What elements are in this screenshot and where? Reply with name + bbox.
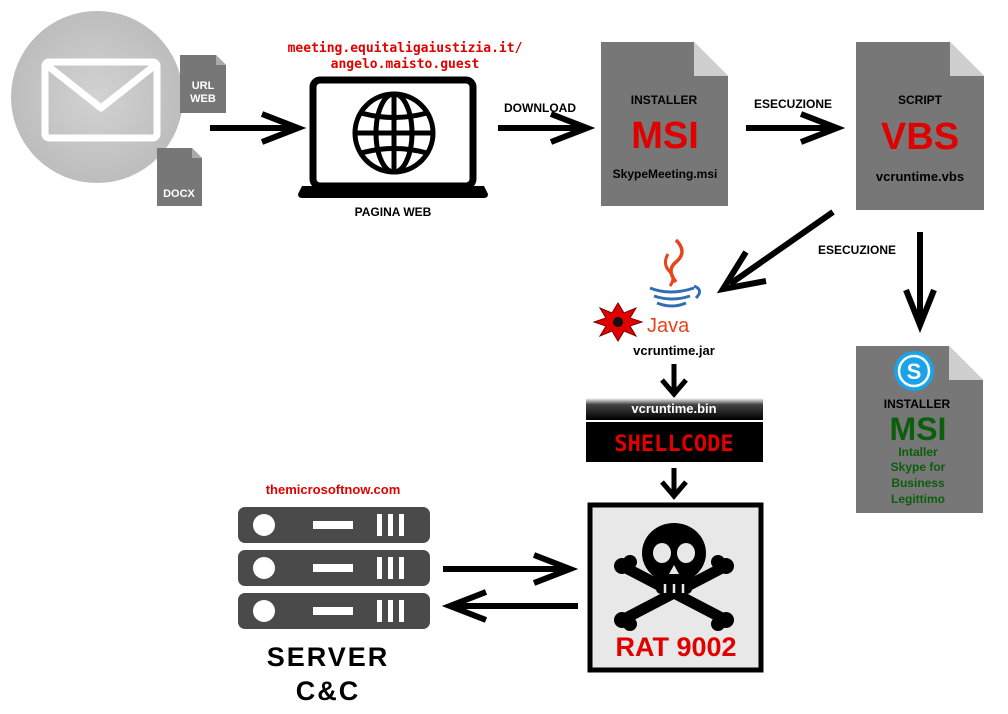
java-logo-text: Java <box>647 315 690 337</box>
docx-label: DOCX <box>163 188 195 200</box>
arrow-server-to-rat <box>443 552 579 586</box>
rat-label: RAT 9002 <box>615 632 736 662</box>
web-page-group: meeting.equitaligaiustizia.it/ angelo.ma… <box>288 41 523 219</box>
arrow-java-to-shellcode <box>660 364 688 398</box>
web-url-line-2: angelo.maisto.guest <box>331 57 480 72</box>
legit-msi-desc-2: Skype for <box>891 460 946 474</box>
explosion-icon <box>592 302 644 342</box>
arrow-email-to-web <box>210 111 307 145</box>
msi-installer-top-label: INSTALLER <box>631 93 698 107</box>
envelope-icon <box>41 58 161 142</box>
java-file-name: vcruntime.jar <box>633 343 715 358</box>
legit-msi-doc: S INSTALLER MSI Intaller Skype for Busin… <box>856 346 983 513</box>
server-rack-icon <box>238 507 430 629</box>
rat-box: RAT 9002 <box>587 502 764 673</box>
globe-icon <box>352 91 436 175</box>
laptop-icon <box>298 76 488 198</box>
shellcode-block: vcruntime.bin SHELLCODE <box>586 398 763 462</box>
svg-text:S: S <box>907 359 922 384</box>
arrow-exec-msi-to-vbs: ESECUZIONE <box>746 97 846 145</box>
docx-file-icon: DOCX <box>157 148 202 206</box>
server-label-1: SERVER <box>267 642 390 672</box>
email-group: URL WEB DOCX <box>11 11 226 206</box>
java-group: Java vcruntime.jar <box>592 238 715 358</box>
shellcode-label: SHELLCODE <box>614 432 733 457</box>
msi-big-label: MSI <box>631 115 699 157</box>
shellcode-bin-bar <box>586 398 763 420</box>
download-label: DOWNLOAD <box>504 101 576 115</box>
arrow-vbs-to-legit-msi <box>903 232 937 334</box>
shellcode-label-box <box>586 422 763 462</box>
legit-msi-desc-1: Intaller <box>898 445 938 459</box>
vbs-file-name: vcruntime.vbs <box>876 169 964 184</box>
legit-msi-desc-4: Legittimo <box>891 492 945 506</box>
url-web-label-2: WEB <box>190 93 216 105</box>
msi-file-name: SkypeMeeting.msi <box>613 167 718 181</box>
legit-msi-desc-3: Business <box>891 476 945 490</box>
exec-label-2: ESECUZIONE <box>818 243 896 257</box>
vbs-big-label: VBS <box>881 116 959 158</box>
skull-crossbones-icon <box>614 523 734 631</box>
legit-msi-top-label: INSTALLER <box>884 397 951 411</box>
arrow-rat-to-server <box>441 589 578 623</box>
exec-label-1: ESECUZIONE <box>754 97 832 111</box>
url-web-file-icon: URL WEB <box>180 55 226 113</box>
arrow-shellcode-to-rat <box>660 468 688 500</box>
skype-icon: S <box>894 351 934 391</box>
vbs-script-top-label: SCRIPT <box>898 93 943 107</box>
legit-msi-big-label: MSI <box>890 411 947 447</box>
server-label-2: C&C <box>296 676 361 706</box>
arrow-exec-vbs-to-java: ESECUZIONE <box>716 209 896 294</box>
arrow-download: DOWNLOAD <box>498 101 596 145</box>
msi-installer-doc: INSTALLER MSI SkypeMeeting.msi <box>601 42 728 206</box>
url-web-label-1: URL <box>192 80 215 92</box>
shellcode-bin-name: vcruntime.bin <box>631 401 716 416</box>
vbs-script-doc: SCRIPT VBS vcruntime.vbs <box>856 42 984 210</box>
web-page-caption: PAGINA WEB <box>355 205 432 219</box>
web-url-line-1: meeting.equitaligaiustizia.it/ <box>288 41 523 56</box>
server-group: themicrosoftnow.com SERVER C&C <box>238 482 430 706</box>
java-logo-icon <box>649 238 701 308</box>
server-domain: themicrosoftnow.com <box>266 482 401 497</box>
